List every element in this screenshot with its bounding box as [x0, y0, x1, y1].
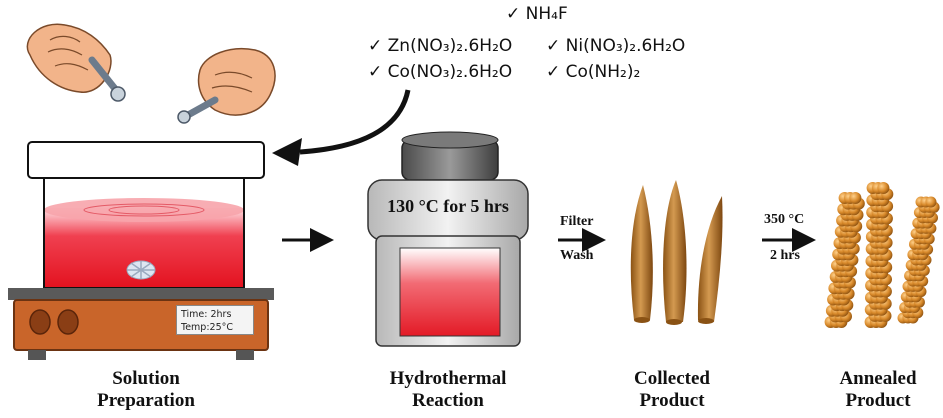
stage-line2: Preparation: [97, 390, 195, 411]
reagent-ni: ✓ Ni(NO₃)₂.6H₂O: [546, 36, 685, 56]
reagent-text: Co(NO₃)₂.6H₂O: [387, 62, 513, 82]
check-icon: ✓: [546, 36, 561, 56]
reagent-text: Zn(NO₃)₂.6H₂O: [387, 36, 513, 56]
annealed-sphere: [849, 192, 862, 204]
check-icon: ✓: [368, 36, 383, 56]
stage-line2: Product: [639, 390, 705, 411]
annealed-nanorods: [824, 182, 940, 328]
reagent-zn: ✓ Zn(NO₃)₂.6H₂O: [368, 36, 512, 56]
check-icon: ✓: [506, 4, 521, 24]
reagent-text: Co(NH₂)₂: [565, 62, 641, 82]
hotplate-temp: Temp:25°C: [181, 322, 233, 333]
anneal-temp-label: 350 °C: [764, 212, 805, 227]
annealed-sphere: [925, 196, 937, 208]
autoclave-condition-label: 130 °C for 5 hrs: [387, 196, 509, 216]
stage-label-solution: Solution Preparation: [86, 368, 206, 412]
stage-line1: Solution: [112, 368, 180, 389]
beaker-lid: [27, 141, 265, 179]
hotplate-time: Time: 2hrs: [181, 309, 232, 320]
stage-line1: Annealed: [839, 368, 917, 389]
reagent-nh4f: ✓ NH₄F: [506, 4, 568, 24]
stage-label-annealed: Annealed Product: [818, 368, 938, 412]
reagent-text: NH₄F: [525, 4, 568, 24]
stage-label-hydrothermal: Hydrothermal Reaction: [378, 368, 518, 412]
stage-line2: Reaction: [412, 390, 484, 411]
annealed-sphere: [877, 182, 890, 194]
step-filter-label: Filter: [560, 214, 594, 229]
reagent-co: ✓ Co(NO₃)₂.6H₂O: [368, 62, 512, 82]
check-icon: ✓: [368, 62, 383, 82]
anneal-time-label: 2 hrs: [770, 248, 800, 263]
stage-line2: Product: [845, 390, 911, 411]
left-hand-spatula-icon: [26, 23, 126, 102]
stage-label-collected: Collected Product: [612, 368, 732, 412]
step-wash-label: Wash: [560, 248, 594, 263]
stage-line1: Hydrothermal: [389, 368, 507, 389]
hotplate-display: Time: 2hrs Temp:25°C: [176, 305, 254, 335]
autoclave: [367, 131, 529, 347]
stage-line1: Collected: [634, 368, 710, 389]
check-icon: ✓: [546, 62, 561, 82]
reagent-to-beaker-arrow: [299, 89, 411, 155]
stir-bar-icon: [126, 260, 156, 280]
reagent-text: Ni(NO₃)₂.6H₂O: [565, 36, 686, 56]
reagent-urea: ✓ Co(NH₂)₂: [546, 62, 640, 82]
right-hand-spatula-icon: [177, 48, 276, 124]
collected-nanorods: [630, 180, 723, 325]
